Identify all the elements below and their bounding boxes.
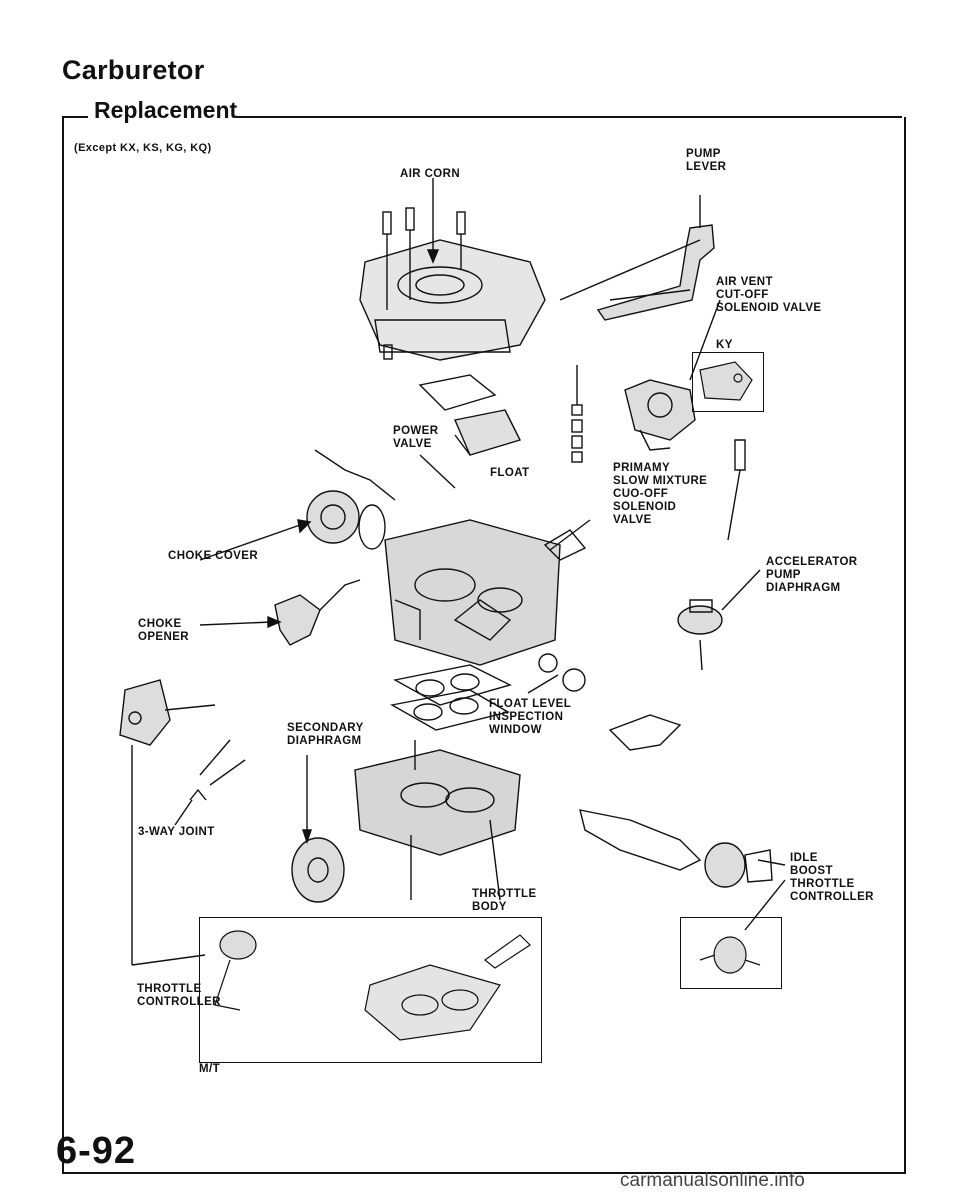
carburetor-body-part	[384, 519, 587, 666]
label-idle-boost-throttle-controller: IDLE BOOST THROTTLE CONTROLLER	[790, 852, 874, 903]
page-number: 6-92	[56, 1130, 137, 1172]
throttle-linkage-part	[579, 714, 702, 871]
label-air-vent-solenoid: AIR VENT CUT-OFF SOLENOID VALVE	[716, 276, 822, 314]
label-3-way-joint: 3-WAY JOINT	[138, 826, 215, 838]
label-float-level-window: FLOAT LEVEL INSPECTION WINDOW	[489, 698, 572, 736]
label-pump-lever: PUMP LEVER	[686, 148, 727, 173]
air-horn-screws	[382, 207, 466, 360]
label-throttle-controller: THROTTLE CONTROLLER	[137, 983, 221, 1008]
float-part	[454, 409, 521, 456]
jet-stack-part	[571, 365, 583, 463]
air-horn-part	[359, 178, 546, 361]
section-heading: Replacement	[94, 97, 238, 123]
label-air-horn: AIR CORN	[400, 168, 461, 180]
idle-inset-drawing	[699, 936, 761, 974]
watermark: carmanualsonline.info	[620, 1170, 805, 1191]
label-choke-opener: CHOKE OPENER	[138, 618, 189, 643]
air-vent-solenoid-part	[624, 379, 696, 451]
gasket-part	[390, 653, 586, 731]
accelerator-pump-part	[677, 569, 761, 671]
label-accelerator-pump-diaphragm: ACCELERATOR PUMP DIAPHRAGM	[766, 556, 858, 594]
page-title: Carburetor	[62, 55, 205, 85]
ky-inset-box	[692, 352, 764, 412]
mt-inset-drawing	[214, 930, 531, 1041]
label-power-valve: POWER VALVE	[393, 425, 439, 450]
section-rule-right	[236, 116, 902, 118]
secondary-diaphragm-part	[119, 679, 216, 966]
idle-inset-box	[680, 917, 782, 989]
lower-diaphragm-part	[291, 755, 345, 903]
label-secondary-diaphragm: SECONDARY DIAPHRAGM	[287, 722, 364, 747]
label-ky: KY	[716, 339, 733, 351]
label-float: FLOAT	[490, 467, 530, 479]
choke-cover-part	[199, 449, 396, 561]
throttle-body-part	[354, 740, 521, 900]
model-exception-note: (Except KX, KS, KG, KQ)	[74, 142, 212, 154]
idle-boost-controller-part	[704, 842, 786, 931]
label-throttle-body: THROTTLE BODY	[472, 888, 537, 913]
label-primary-slow-mixture-solenoid: PRIMAMY SLOW MIXTURE CUO-OFF SOLENOID VA…	[613, 462, 708, 526]
section-rule-left	[62, 116, 88, 118]
label-mt: M/T	[199, 1063, 220, 1075]
ky-inset-drawing	[699, 361, 753, 401]
section-frame	[62, 117, 906, 1174]
label-choke-cover: CHOKE COVER	[168, 550, 259, 562]
choke-opener-part	[199, 579, 361, 646]
mt-inset-box	[199, 917, 542, 1063]
pump-lever-part	[559, 224, 715, 321]
